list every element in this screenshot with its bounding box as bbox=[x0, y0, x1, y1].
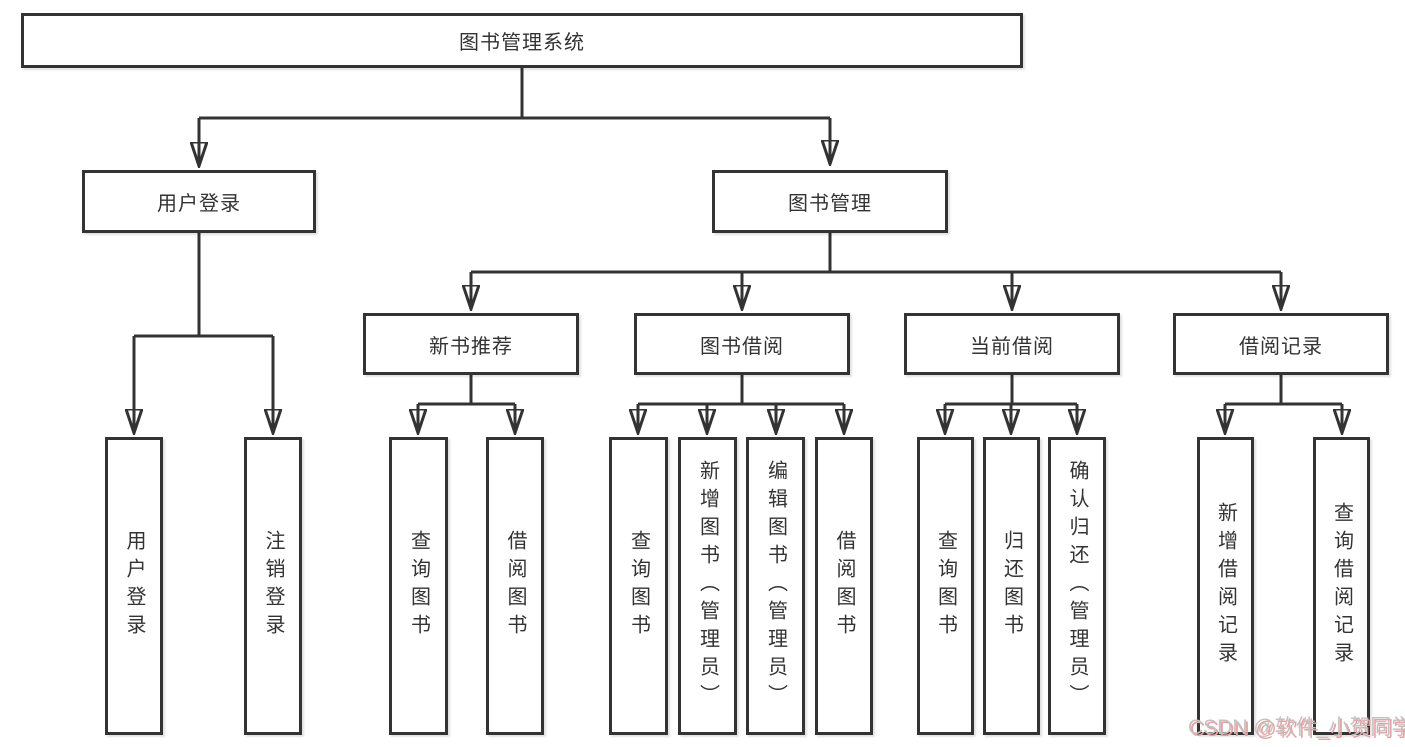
node-label: 新书推荐 bbox=[429, 335, 513, 358]
node-label: 图书管理 bbox=[788, 193, 872, 215]
node-label: 当前借阅 bbox=[970, 335, 1054, 358]
leaf-add-books-admin: 新增图书（管理员） bbox=[678, 437, 737, 735]
node-book-borrowing: 图书借阅 bbox=[634, 313, 850, 375]
leaf-label: 新增借阅记录 bbox=[1214, 502, 1237, 670]
node-library-management-system: 图书管理系统 bbox=[21, 13, 1023, 68]
node-label: 图书借阅 bbox=[700, 335, 784, 358]
node-label: 图书管理系统 bbox=[459, 32, 585, 54]
node-current-borrowing: 当前借阅 bbox=[904, 313, 1120, 375]
node-label: 用户登录 bbox=[157, 193, 241, 215]
leaf-borrow-books: 借阅图书 bbox=[815, 437, 873, 735]
leaf-query-borrow-record: 查询借阅记录 bbox=[1313, 437, 1370, 735]
leaf-label: 注销登录 bbox=[262, 530, 284, 642]
leaf-user-login: 用户登录 bbox=[105, 437, 163, 735]
leaf-query-books-current: 查询图书 bbox=[917, 437, 974, 735]
leaf-label: 查询借阅记录 bbox=[1330, 502, 1353, 670]
leaf-label: 用户登录 bbox=[123, 530, 145, 642]
leaf-label: 借阅图书 bbox=[504, 530, 526, 642]
leaf-label: 查询图书 bbox=[627, 530, 650, 642]
leaf-confirm-return-admin: 确认归还（管理员） bbox=[1048, 437, 1106, 735]
leaf-label: 归还图书 bbox=[1000, 530, 1023, 642]
leaf-query-books-recommend: 查询图书 bbox=[389, 437, 448, 735]
leaf-label: 确认归还（管理员） bbox=[1066, 460, 1088, 712]
leaf-add-borrow-record: 新增借阅记录 bbox=[1197, 437, 1254, 735]
leaf-label: 新增图书（管理员） bbox=[696, 460, 719, 712]
leaf-return-books: 归还图书 bbox=[983, 437, 1040, 735]
csdn-watermark: CSDN @软件_小贺同学 bbox=[1188, 716, 1405, 739]
node-borrowing-records: 借阅记录 bbox=[1173, 313, 1389, 375]
leaf-edit-books-admin: 编辑图书（管理员） bbox=[746, 437, 805, 735]
node-label: 借阅记录 bbox=[1239, 335, 1323, 358]
node-new-book-recommendation: 新书推荐 bbox=[363, 313, 579, 375]
leaf-label: 借阅图书 bbox=[833, 530, 855, 642]
leaf-query-books-borrowing: 查询图书 bbox=[609, 437, 668, 735]
node-book-management: 图书管理 bbox=[712, 170, 948, 233]
node-user-login: 用户登录 bbox=[82, 170, 316, 233]
leaf-label: 查询图书 bbox=[407, 530, 430, 642]
leaf-label: 查询图书 bbox=[934, 530, 957, 642]
leaf-label: 编辑图书（管理员） bbox=[764, 460, 787, 712]
leaf-logout: 注销登录 bbox=[244, 437, 302, 735]
leaf-borrow-books-recommend: 借阅图书 bbox=[486, 437, 544, 735]
